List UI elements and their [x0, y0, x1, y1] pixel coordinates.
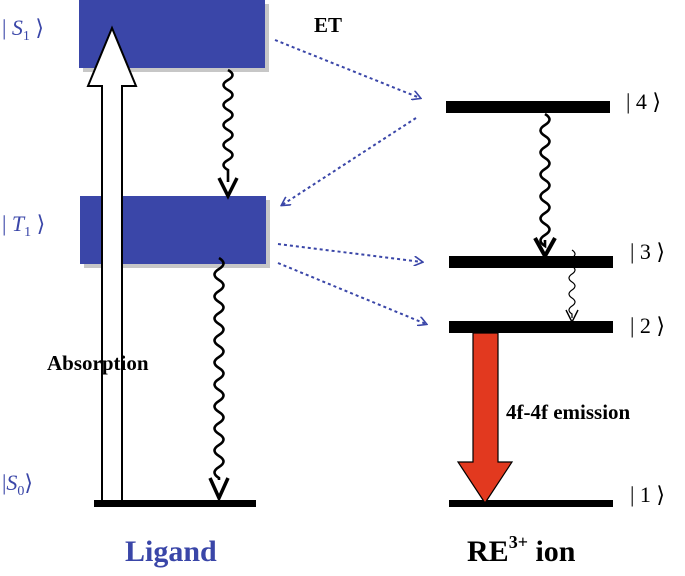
- ion-level-3-label: | 3 ⟩: [630, 239, 665, 264]
- ligand-name: Ligand: [125, 535, 217, 568]
- emission-label: 4f-4f emission: [506, 400, 631, 424]
- et-arrow-s1-to-4: [274, 39, 420, 98]
- wavy-arrow-s1-t1: [222, 68, 234, 182]
- ion-level-3-line: [449, 256, 613, 268]
- ion-level-4-line: [446, 101, 610, 113]
- absorption-label: Absorption: [47, 351, 149, 375]
- ion-level-2-line: [449, 321, 613, 333]
- ion-level-1-line: [449, 500, 613, 507]
- et-arrow-t1-to-3: [277, 243, 422, 262]
- et-label: ET: [314, 13, 342, 37]
- wavy-arrow-t1-s0: [213, 256, 225, 480]
- wavy-arrow-s1-t1-head: [217, 177, 239, 200]
- wavy-arrow-3-2-head: [565, 309, 579, 324]
- et-arrow-t1-to-2: [277, 262, 426, 324]
- absorption-arrow: [86, 25, 138, 502]
- wavy-arrow-4-3: [539, 112, 551, 249]
- ion-level-4-label: | 4 ⟩: [626, 89, 661, 114]
- s0-level-line: [94, 500, 256, 507]
- ion-level-1-label: | 1 ⟩: [630, 482, 665, 507]
- ion-name: RE3+ ion: [467, 532, 576, 568]
- et-arrow-4-to-t1: [282, 117, 417, 205]
- wavy-arrow-4-3-head: [533, 237, 557, 261]
- wavy-arrow-3-2: [568, 249, 576, 318]
- ion-level-2-label: | 2 ⟩: [630, 313, 665, 338]
- t1-label: | T1 ⟩: [2, 211, 45, 240]
- s1-label: | S1 ⟩: [2, 15, 44, 44]
- wavy-arrow-t1-s0-head: [208, 477, 230, 503]
- emission-arrow: [456, 332, 514, 505]
- s0-label: |S0⟩: [2, 470, 33, 499]
